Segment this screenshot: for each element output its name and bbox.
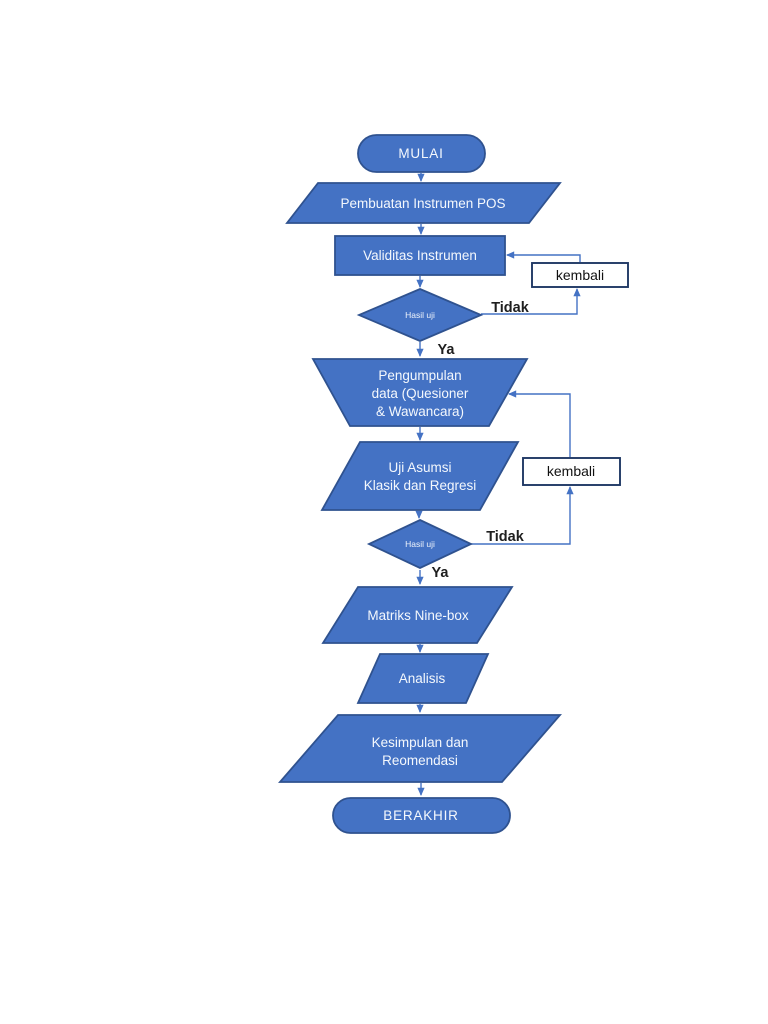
nodes (278, 134, 629, 834)
node-matrix-label: Matriks Nine-box (367, 608, 469, 623)
node-collect-trapezoid (311, 358, 529, 427)
node-analysis-label: Analisis (399, 671, 446, 686)
node-conclusion-label-line2: Reomendasi (382, 753, 458, 768)
node-decision2-label: Hasil uji (405, 539, 435, 549)
node-validity-label: Validitas Instrumen (363, 248, 477, 263)
node-assumption-label-line1: Uji Asumsi (388, 460, 451, 475)
edge-label-decision1-no: Tidak (491, 300, 530, 316)
connector-loop2-to-collect (507, 390, 571, 457)
edge-label-decision2-no: Tidak (486, 529, 525, 545)
node-loop1-box (531, 262, 629, 288)
connector-loop1-to-validity (505, 251, 581, 262)
node-end-terminator (332, 797, 511, 834)
node-instrument-parallelogram (285, 182, 562, 224)
node-loop2-box (522, 457, 621, 486)
node-conclusion-label-line1: Kesimpulan dan (372, 735, 469, 750)
node-end-label: BERAKHIR (383, 808, 458, 823)
node-collect-label-line3: & Wawancara) (376, 404, 464, 419)
connectors (415, 173, 581, 797)
node-decision2-diamond (366, 519, 474, 569)
node-collect-label-line1: Pengumpulan (378, 368, 461, 383)
edge-label-decision1-yes: Ya (438, 342, 456, 358)
connector-decision1-no-to-loop1 (481, 287, 581, 315)
node-decision1-label: Hasil uji (405, 310, 435, 320)
node-validity-rectangle (334, 235, 506, 276)
labels: MULAI Pembuatan Instrumen POS Validitas … (340, 146, 604, 823)
node-instrument-label: Pembuatan Instrumen POS (340, 196, 505, 211)
edge-label-decision2-yes: Ya (432, 565, 450, 581)
node-matrix-parallelogram (321, 586, 514, 644)
node-analysis-parallelogram (356, 653, 490, 704)
node-collect-label-line2: data (Quesioner (372, 386, 469, 401)
node-loop1-label: kembali (556, 267, 604, 283)
node-loop2-label: kembali (547, 463, 595, 479)
node-start-label: MULAI (398, 146, 443, 161)
node-start-terminator (357, 134, 486, 173)
node-assumption-label-line2: Klasik dan Regresi (364, 478, 477, 493)
node-conclusion-parallelogram (278, 714, 562, 783)
node-decision1-diamond (356, 288, 484, 342)
connector-decision2-no-to-loop2 (471, 485, 574, 545)
node-assumption-parallelogram (320, 441, 520, 511)
